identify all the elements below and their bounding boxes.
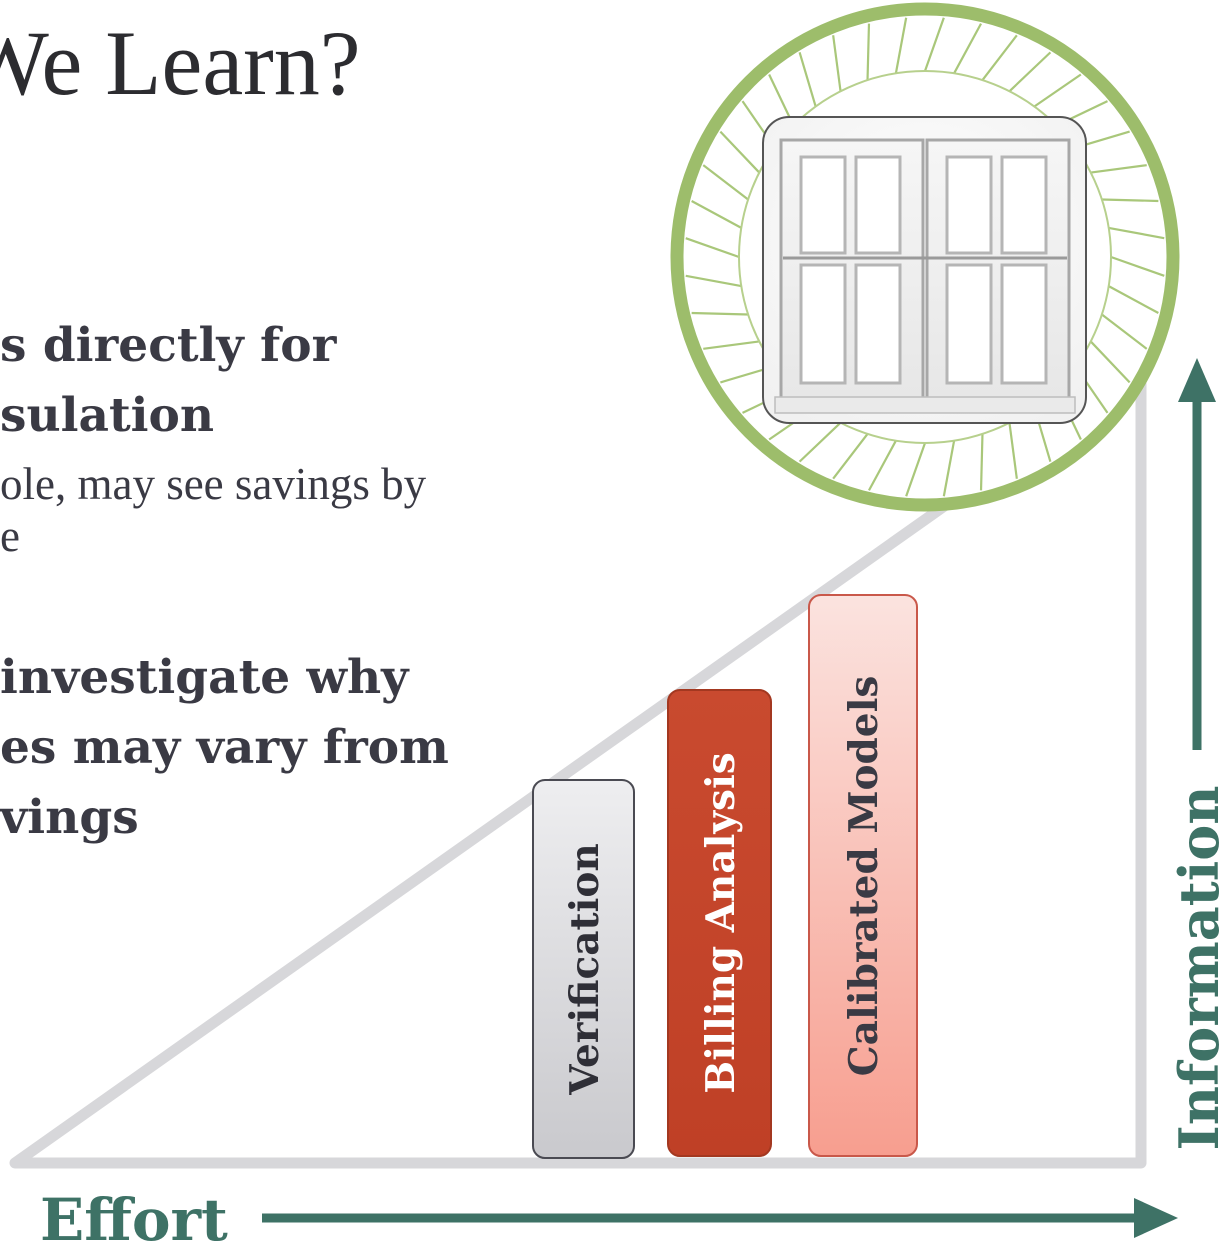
bullet-line: sulation [0, 388, 215, 443]
ring-spoke [832, 433, 869, 480]
ring-spoke [1110, 255, 1165, 277]
ring-spoke [798, 421, 842, 463]
bullet-line: e [0, 511, 20, 561]
bullet-line: investigate why [0, 650, 409, 705]
window-icon [670, 2, 1180, 512]
ring-spoke [942, 440, 956, 497]
ring-spoke [1008, 51, 1052, 93]
bar-calibrated-models: Calibrated Models [808, 594, 918, 1157]
ring-spoke [923, 17, 945, 72]
ring-spoke [1101, 313, 1148, 350]
ring-spoke [953, 23, 982, 74]
ring-spoke [1108, 226, 1165, 240]
bar-verification: Verification [532, 779, 635, 1159]
ring-spoke [1089, 340, 1131, 384]
information-arrow [1178, 358, 1216, 750]
bar-label-billing-analysis: Billing Analysis [698, 752, 744, 1094]
slide-title: We Learn? [0, 12, 361, 114]
ring-spoke [868, 440, 897, 491]
ring-spoke [685, 274, 742, 288]
ring-spoke [1008, 422, 1018, 479]
bar-billing-analysis: Billing Analysis [667, 689, 772, 1157]
ring-spoke [866, 23, 871, 81]
ring-spoke [981, 34, 1018, 81]
ring-spoke [685, 237, 740, 259]
ring-spoke [702, 164, 749, 201]
bar-label-calibrated-models: Calibrated Models [841, 676, 887, 1077]
y-axis-label: Information [1167, 785, 1231, 1150]
ring-spoke [1033, 73, 1082, 108]
ring-spoke [979, 433, 984, 491]
bullet-line: s directly for [0, 318, 337, 373]
ring-spoke [1108, 285, 1159, 314]
x-axis-label: Effort [40, 1186, 228, 1245]
bullet-line: vings [0, 790, 139, 845]
ring-spoke [691, 311, 749, 316]
ring-spoke [905, 442, 927, 497]
ring-spoke [832, 35, 842, 92]
ring-spoke [798, 52, 817, 107]
bar-label-verification: Verification [562, 843, 608, 1095]
ring-spoke [691, 200, 742, 229]
bullet-list: s directly for sulation ole, may see sav… [0, 0, 540, 900]
bullet-line: ole, may see savings by [0, 459, 427, 509]
ring-spoke [1101, 198, 1159, 203]
bullet-line: es may vary from [0, 720, 449, 775]
ring-spoke [719, 130, 761, 174]
ring-spoke [703, 340, 760, 350]
effort-arrow [262, 1198, 1178, 1238]
ring-spoke [1090, 164, 1147, 174]
effort-triangle [9, 361, 1147, 1169]
ring-spoke [894, 17, 908, 74]
